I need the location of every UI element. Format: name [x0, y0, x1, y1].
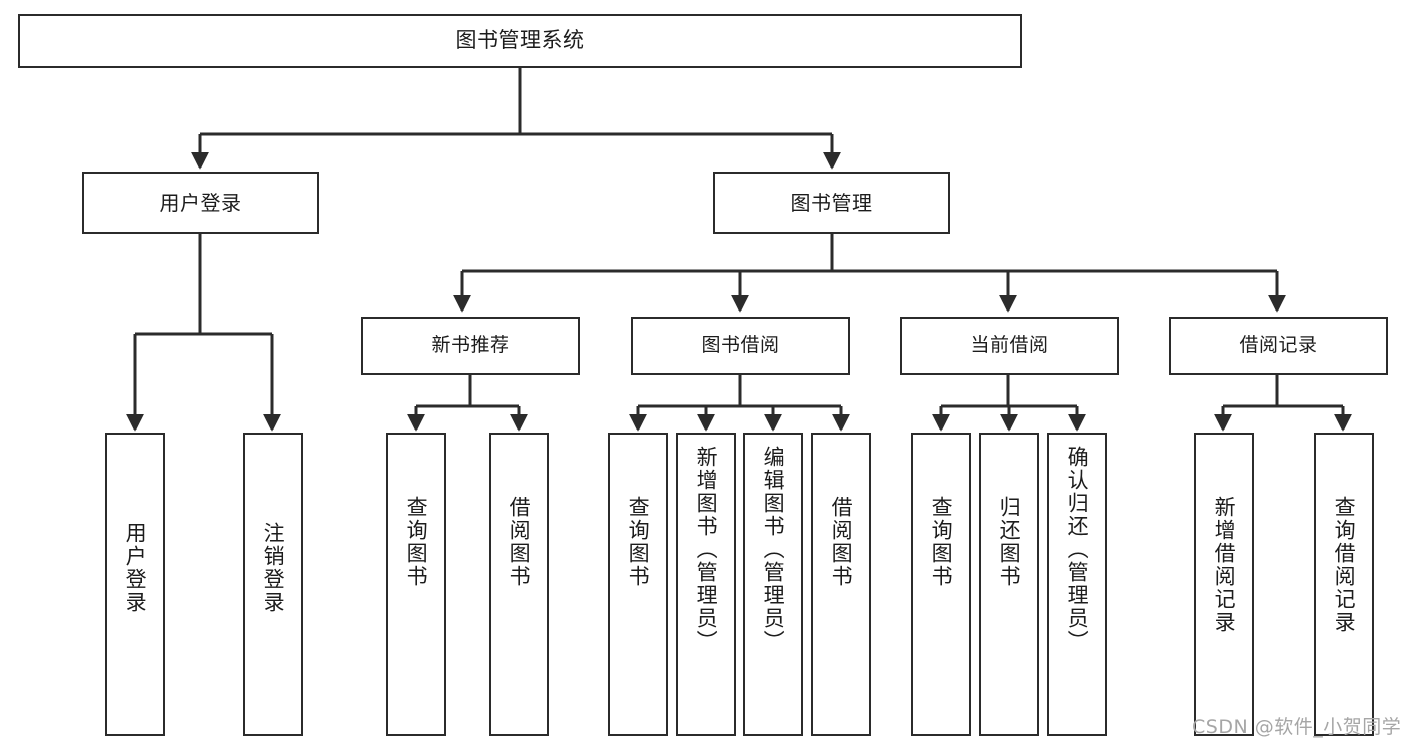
leaf-book-borrow-edit[interactable]: 编辑图书（管理员） [743, 433, 803, 736]
leaf-book-borrow-edit-label: 编辑图书（管理员） [761, 446, 786, 653]
node-book-borrow[interactable]: 图书借阅 [631, 317, 850, 375]
node-book-borrow-label: 图书借阅 [701, 334, 780, 357]
leaf-current-borrow-confirm[interactable]: 确认归还（管理员） [1047, 433, 1107, 736]
node-book-manage-label: 图书管理 [790, 190, 873, 215]
leaf-new-book-query[interactable]: 查询图书 [386, 433, 446, 736]
node-current-borrow-label: 当前借阅 [970, 334, 1049, 357]
node-root-system-label: 图书管理系统 [455, 28, 585, 53]
node-current-borrow[interactable]: 当前借阅 [900, 317, 1119, 375]
node-borrow-record-label: 借阅记录 [1239, 334, 1318, 357]
node-new-book-recommend-label: 新书推荐 [431, 334, 510, 357]
leaf-book-borrow-add-label: 新增图书（管理员） [694, 446, 719, 653]
leaf-borrow-record-query[interactable]: 查询借阅记录 [1314, 433, 1374, 736]
leaf-book-borrow-borrow-label: 借阅图书 [829, 496, 854, 588]
leaf-current-borrow-query[interactable]: 查询图书 [911, 433, 971, 736]
node-root-system[interactable]: 图书管理系统 [18, 14, 1022, 68]
leaf-user-login-login[interactable]: 用户登录 [105, 433, 165, 736]
leaf-new-book-query-label: 查询图书 [404, 496, 429, 588]
leaf-user-login-logout-label: 注销登录 [261, 522, 286, 614]
leaf-new-book-borrow[interactable]: 借阅图书 [489, 433, 549, 736]
leaf-new-book-borrow-label: 借阅图书 [507, 496, 532, 588]
leaf-user-login-logout[interactable]: 注销登录 [243, 433, 303, 736]
leaf-book-borrow-add[interactable]: 新增图书（管理员） [676, 433, 736, 736]
leaf-current-borrow-query-label: 查询图书 [929, 496, 954, 588]
leaf-current-borrow-return[interactable]: 归还图书 [979, 433, 1039, 736]
leaf-book-borrow-query-label: 查询图书 [626, 496, 651, 588]
leaf-book-borrow-borrow[interactable]: 借阅图书 [811, 433, 871, 736]
node-new-book-recommend[interactable]: 新书推荐 [361, 317, 580, 375]
leaf-current-borrow-confirm-label: 确认归还（管理员） [1065, 446, 1090, 653]
node-borrow-record[interactable]: 借阅记录 [1169, 317, 1388, 375]
leaf-user-login-login-label: 用户登录 [123, 522, 148, 614]
leaf-borrow-record-query-label: 查询借阅记录 [1332, 496, 1357, 634]
leaf-current-borrow-return-label: 归还图书 [997, 496, 1022, 588]
node-user-login-label: 用户登录 [159, 190, 242, 215]
node-user-login[interactable]: 用户登录 [82, 172, 319, 234]
watermark-csdn: CSDN @软件_小贺同学 [1192, 716, 1402, 738]
leaf-borrow-record-add[interactable]: 新增借阅记录 [1194, 433, 1254, 736]
leaf-borrow-record-add-label: 新增借阅记录 [1212, 496, 1237, 634]
node-book-manage[interactable]: 图书管理 [713, 172, 950, 234]
leaf-book-borrow-query[interactable]: 查询图书 [608, 433, 668, 736]
